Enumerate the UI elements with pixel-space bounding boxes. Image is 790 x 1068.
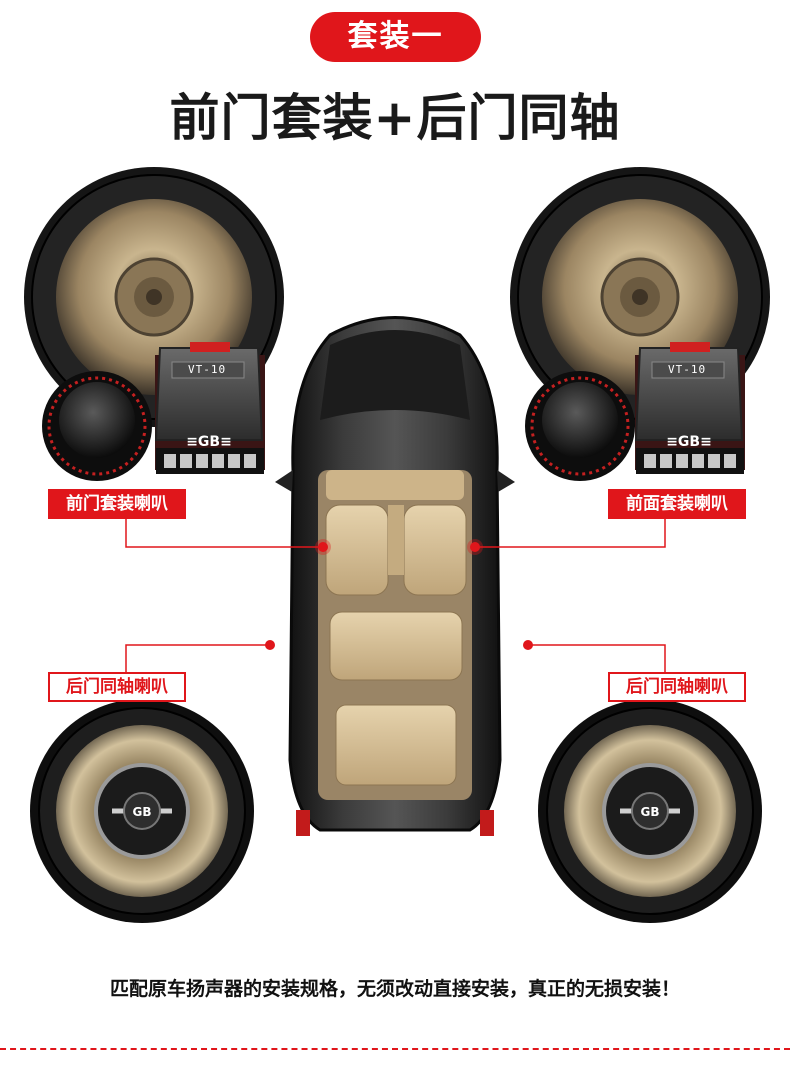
package-badge: 套装一 — [310, 12, 481, 62]
svg-text:≡GB≡: ≡GB≡ — [186, 434, 232, 450]
crossover-model-left: VT-10 — [188, 363, 227, 376]
car-top-view — [275, 316, 515, 836]
label-rear-right: 后门同轴喇叭 — [608, 672, 746, 702]
svg-text:GB: GB — [133, 805, 152, 819]
front-right-crossover: ≡GB≡ — [634, 342, 745, 474]
label-front-left: 前门套装喇叭 — [48, 489, 186, 519]
rear-left-coaxial-speaker: GB — [30, 699, 254, 923]
page-title: 前门套装+后门同轴 — [169, 89, 621, 147]
front-left-tweeter — [42, 371, 152, 481]
label-front-right: 前面套装喇叭 — [608, 489, 746, 519]
front-left-crossover: ≡GB≡ — [154, 342, 265, 474]
callout-lines — [125, 518, 666, 672]
rear-right-coaxial-speaker: GB — [538, 699, 762, 923]
label-rear-left: 后门同轴喇叭 — [48, 672, 186, 702]
dashed-divider — [0, 1048, 790, 1050]
svg-text:≡GB≡: ≡GB≡ — [666, 434, 712, 450]
svg-text:GB: GB — [641, 805, 660, 819]
callout-dots — [265, 539, 533, 650]
crossover-model-right: VT-10 — [668, 363, 707, 376]
footer-note: 匹配原车扬声器的安装规格，无须改动直接安装，真正的无损安装！ — [109, 978, 680, 1000]
front-right-tweeter — [525, 371, 635, 481]
